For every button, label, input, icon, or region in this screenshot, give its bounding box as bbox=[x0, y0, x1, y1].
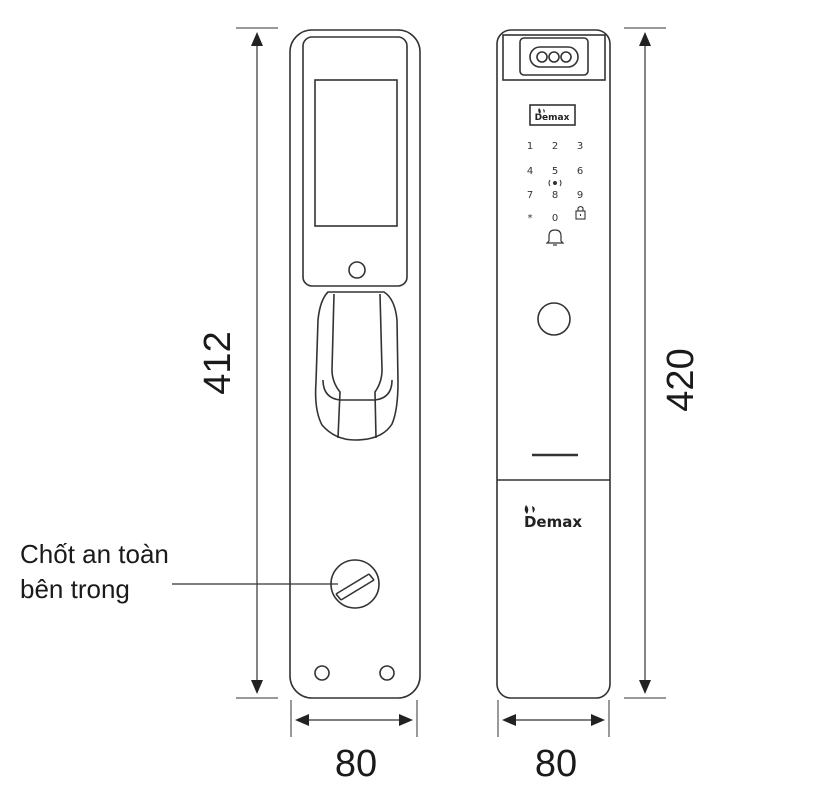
display-module bbox=[302, 36, 408, 287]
fingerprint-reader[interactable] bbox=[537, 302, 571, 336]
exterior-body bbox=[496, 29, 611, 699]
brand-small: Demax bbox=[535, 113, 570, 123]
safety-latch-knob[interactable] bbox=[330, 559, 380, 609]
demax-leaf-logo bbox=[524, 108, 545, 514]
handle-inner-line-left bbox=[331, 293, 341, 439]
display-screen bbox=[314, 79, 398, 227]
key-5[interactable]: 5 bbox=[552, 166, 558, 177]
callout-line1: Chốt an toàn bbox=[20, 539, 169, 569]
arrow-lw-right bbox=[399, 714, 413, 726]
camera-lens-1 bbox=[536, 51, 548, 63]
display-button[interactable] bbox=[348, 261, 366, 279]
key-3[interactable]: 3 bbox=[577, 141, 583, 152]
key-7[interactable]: 7 bbox=[527, 190, 533, 201]
handle-inner-line-right bbox=[374, 293, 383, 439]
key-8[interactable]: 8 bbox=[552, 190, 558, 201]
camera-lens-pill bbox=[529, 46, 579, 68]
camera-frame bbox=[519, 37, 589, 76]
key-4[interactable]: 4 bbox=[527, 166, 533, 177]
right-height-label: 420 bbox=[660, 348, 702, 411]
camera-lens-2 bbox=[548, 51, 560, 63]
brand-badge-small bbox=[529, 104, 576, 126]
key-6[interactable]: 6 bbox=[577, 166, 583, 177]
arrow-rw-right bbox=[591, 714, 605, 726]
nfc-icon bbox=[548, 179, 562, 187]
screw-right bbox=[379, 665, 395, 681]
camera-module bbox=[502, 34, 606, 81]
callout-line2: bên trong bbox=[20, 574, 130, 604]
arrow-left-bottom bbox=[251, 680, 263, 694]
arrow-right-bottom bbox=[639, 680, 651, 694]
handle-inner-curve bbox=[322, 379, 393, 401]
left-height-label: 412 bbox=[197, 331, 239, 394]
brand-large: Demax bbox=[524, 513, 582, 531]
camera-lens-3 bbox=[560, 51, 572, 63]
interior-handle[interactable] bbox=[314, 291, 399, 441]
left-width-label: 80 bbox=[335, 743, 377, 785]
key-star[interactable]: * bbox=[528, 213, 533, 224]
latch-slot bbox=[335, 573, 375, 601]
bell-icon[interactable] bbox=[545, 229, 565, 246]
arrow-right-top bbox=[639, 32, 651, 46]
lock-icon[interactable] bbox=[575, 205, 586, 220]
interior-body bbox=[289, 29, 421, 699]
arrow-left-top bbox=[251, 32, 263, 46]
key-2[interactable]: 2 bbox=[552, 141, 558, 152]
key-1[interactable]: 1 bbox=[527, 141, 533, 152]
key-0[interactable]: 0 bbox=[552, 213, 558, 224]
right-width-label: 80 bbox=[535, 743, 577, 785]
arrow-lw-left bbox=[295, 714, 309, 726]
screw-left bbox=[314, 665, 330, 681]
key-9[interactable]: 9 bbox=[577, 190, 583, 201]
arrow-rw-left bbox=[502, 714, 516, 726]
